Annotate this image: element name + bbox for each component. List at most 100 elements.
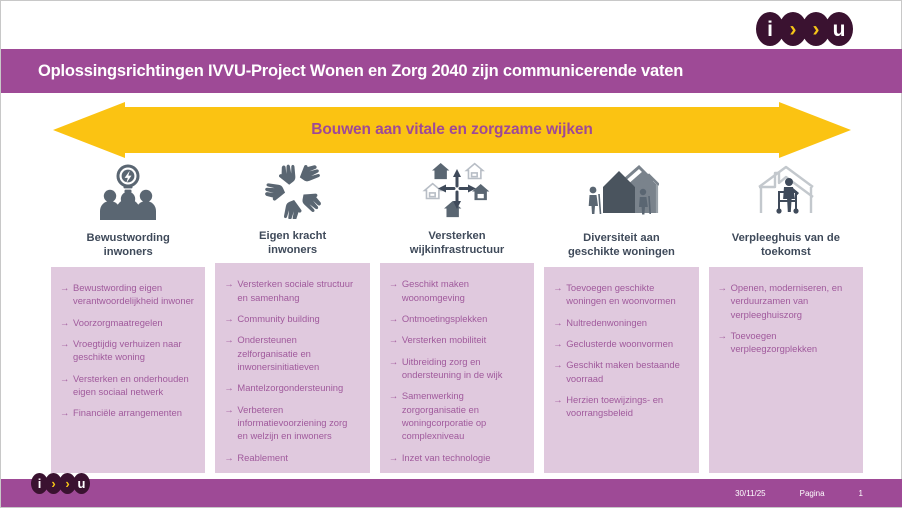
list-item: →Geschikt maken bestaande voorraad: [553, 358, 687, 385]
list-item-text: Nultredenwoningen: [566, 316, 648, 328]
arrow-bullet-icon: →: [60, 372, 70, 384]
list-item-text: Geclusterde woonvormen: [566, 338, 674, 350]
arrow-head-left-icon: [53, 102, 125, 158]
house-walker-icon: [709, 161, 863, 223]
list-item-text: Inzet van technologie: [401, 451, 491, 463]
list-item-text: Voorzorgmaatregelen: [73, 316, 163, 328]
column-item-list: →Geschikt maken woonomgeving →Ontmoeting…: [389, 277, 523, 464]
arrow-bullet-icon: →: [388, 334, 399, 346]
footer-band: 30/11/25 Pagina 1: [1, 479, 902, 507]
list-item-text: Vroegtijdig verhuizen naar geschikte won…: [73, 338, 182, 363]
column-eigen-kracht-inwoners: Eigen kracht inwoners →Versterken social…: [215, 161, 370, 473]
list-item: →Voorzorgmaatregelen: [60, 316, 194, 329]
list-item-text: Herzien toewijzings- en voorrangsbeleid: [566, 394, 664, 419]
arrow-bullet-icon: →: [553, 282, 563, 293]
list-item-text: Community building: [237, 313, 320, 324]
list-item: →Versterken sociale structuur en samenha…: [224, 277, 358, 304]
list-item: →Reablement: [224, 451, 358, 464]
list-item-text: Financiële arrangementen: [73, 407, 182, 419]
column-heading-line1: Verpleeghuis van de: [731, 232, 840, 244]
column-heading-line1: Versterken: [428, 230, 486, 242]
arrow-bullet-icon: →: [60, 338, 70, 350]
list-item: →Ontmoetingsplekken: [389, 312, 523, 325]
list-item-text: Mantelzorgondersteuning: [237, 382, 344, 394]
list-item: →Herzien toewijzings- en voorrangsbeleid: [553, 393, 687, 420]
page-title: Oplossingsrichtingen IVVU-Project Wonen …: [38, 61, 684, 80]
column-heading-line1: Diversiteit aan: [583, 232, 660, 244]
column-heading: Diversiteit aan geschikte woningen: [544, 223, 698, 267]
list-item: →Versterken mobiliteit: [389, 333, 523, 346]
column-card: →Openen, moderniseren, en verduurzamen v…: [708, 267, 864, 473]
list-item-text: Versterken sociale structuur en samenhan…: [237, 278, 354, 303]
arrow-bullet-icon: →: [60, 407, 70, 419]
list-item-text: Versterken mobiliteit: [401, 334, 487, 346]
logo-chevron-1: ›: [45, 473, 62, 494]
list-item-text: Verbeteren informatievoorziening zorg en…: [237, 403, 348, 442]
column-card: →Toevoegen geschikte woningen en woonvor…: [544, 267, 699, 473]
column-item-list: →Toevoegen geschikte woningen en woonvor…: [553, 281, 687, 420]
hands-together-icon: [215, 161, 369, 221]
list-item: →Inzet van technologie: [389, 451, 523, 464]
list-item: →Geschikt maken woonomgeving: [389, 277, 523, 304]
column-card: →Geschikt maken woonomgeving →Ontmoeting…: [379, 263, 535, 473]
people-lightbulb-icon: [51, 161, 205, 223]
arrow-bullet-icon: →: [553, 316, 563, 328]
arrow-bullet-icon: →: [388, 278, 399, 290]
column-heading: Bewustwording inwoners: [51, 223, 205, 267]
list-item: →Mantelzorgondersteuning: [224, 381, 358, 394]
solution-columns: Bewustwording inwoners →Bewustwording ei…: [51, 161, 864, 473]
arrow-bullet-icon: →: [224, 451, 234, 463]
column-item-list: →Versterken sociale structuur en samenha…: [224, 277, 358, 464]
arrow-bullet-icon: →: [60, 282, 70, 293]
column-bewustwording-inwoners: Bewustwording inwoners →Bewustwording ei…: [51, 161, 206, 473]
column-heading-line2: geschikte woningen: [567, 246, 675, 259]
column-heading: Versterken wijkinfrastructuur: [380, 221, 534, 263]
list-item-text: Reablement: [237, 451, 288, 463]
list-item: →Bewustwording eigen verantwoordelijkhei…: [60, 281, 194, 308]
arrow-bullet-icon: →: [388, 355, 399, 367]
ivvu-logo-header: i › › u: [756, 12, 853, 46]
column-item-list: →Openen, moderniseren, en verduurzamen v…: [718, 281, 852, 356]
arrow-bullet-icon: →: [224, 382, 234, 394]
footer-date: 30/11/25: [735, 488, 766, 498]
footer-meta: 30/11/25 Pagina 1: [735, 479, 863, 507]
list-item-text: Geschikt maken woonomgeving: [401, 278, 470, 303]
list-item-text: Ondersteunen zelforganisatie en inwoners…: [237, 334, 320, 373]
arrow-bullet-icon: →: [60, 316, 70, 328]
column-diversiteit-geschikte-woningen: Diversiteit aan geschikte woningen →Toev…: [544, 161, 699, 473]
column-heading: Eigen kracht inwoners: [215, 221, 369, 263]
column-heading-line1: Eigen kracht: [259, 230, 327, 242]
arrow-bullet-icon: →: [224, 313, 234, 324]
arrow-bullet-icon: →: [224, 278, 234, 290]
list-item: →Financiële arrangementen: [60, 406, 194, 419]
houses-elderly-icon: [544, 161, 698, 223]
list-item: →Community building: [224, 312, 358, 325]
arrow-bullet-icon: →: [553, 359, 563, 371]
list-item-text: Versterken en onderhouden eigen sociaal …: [73, 372, 189, 398]
column-versterken-wijkinfrastructuur: Versterken wijkinfrastructuur →Geschikt …: [379, 161, 535, 473]
list-item-text: Bewustwording eigen verantwoordelijkheid…: [73, 282, 194, 307]
column-heading-line2: inwoners: [103, 246, 153, 259]
houses-arrows-icon: [380, 161, 534, 221]
list-item-text: Geschikt maken bestaande voorraad: [566, 359, 680, 384]
list-item: →Vroegtijdig verhuizen naar geschikte wo…: [60, 337, 194, 364]
arrow-bullet-icon: →: [388, 451, 399, 463]
arrow-bullet-icon: →: [388, 390, 399, 402]
list-item: →Geclusterde woonvormen: [553, 337, 687, 350]
list-item: →Versterken en onderhouden eigen sociaal…: [60, 372, 194, 399]
logo-letter-u: u: [825, 12, 853, 46]
list-item: →Toevoegen geschikte woningen en woonvor…: [553, 281, 687, 308]
arrow-bullet-icon: →: [717, 282, 727, 293]
arrow-bullet-icon: →: [553, 338, 563, 350]
footer-page-number: 1: [858, 488, 863, 498]
list-item-text: Samenwerking zorgorganisatie en woningco…: [401, 390, 487, 442]
column-heading-line1: Bewustwording: [86, 232, 170, 244]
list-item: →Toevoegen verpleegzorgplekken: [718, 329, 852, 356]
list-item: →Openen, moderniseren, en verduurzamen v…: [718, 281, 852, 321]
arrow-bullet-icon: →: [224, 334, 234, 346]
arrow-label: Bouwen aan vitale en zorgzame wijken: [311, 121, 593, 138]
list-item: →Samenwerking zorgorganisatie en woningc…: [389, 389, 523, 442]
logo-chevron-2: ›: [59, 473, 76, 494]
list-item: →Ondersteunen zelforganisatie en inwoner…: [224, 333, 358, 373]
